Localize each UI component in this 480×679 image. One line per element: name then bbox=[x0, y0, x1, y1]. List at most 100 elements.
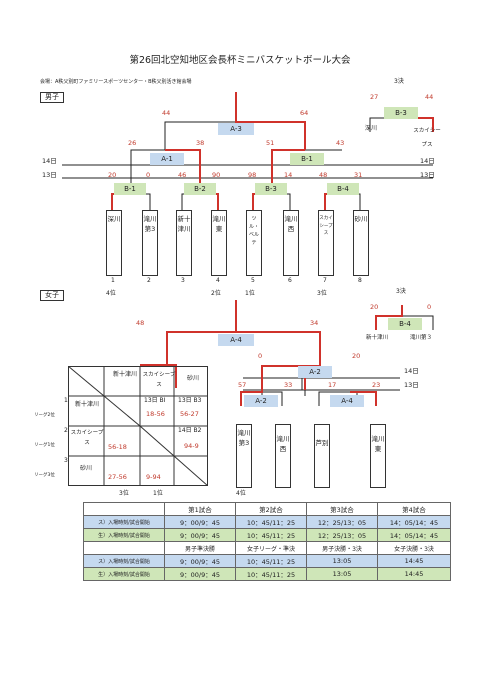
girls-third-score-right: 0 bbox=[427, 303, 432, 311]
league-col-3: 砂川 bbox=[186, 375, 199, 382]
girls-third-court: B-4 bbox=[388, 318, 422, 330]
boys-team-no-3: 3 bbox=[181, 277, 185, 284]
boys-day13-label-right: 13日 bbox=[420, 171, 435, 179]
boys-team-name-5: ツル・ベルテ bbox=[248, 216, 259, 246]
league-row-no-3: 3 bbox=[64, 457, 68, 464]
girls-team-box-2: 滝川西 bbox=[275, 424, 291, 488]
schedule-r2-2: 10：45/11：25 bbox=[235, 528, 307, 542]
boys-third-score-right: 44 bbox=[425, 93, 434, 101]
boys-r1-1-score-right: 0 bbox=[146, 171, 151, 179]
boys-team-no-8: 8 bbox=[358, 277, 362, 284]
boys-r1-4-court: B-4 bbox=[327, 183, 359, 195]
girls-r1-2-score-right: 23 bbox=[372, 381, 381, 389]
schedule-r1-1: 9：00/9：45 bbox=[164, 515, 236, 529]
girls-third-team-right: 滝川第３ bbox=[410, 335, 433, 341]
schedule-r2-0: 生）入場時刻/試合開始 bbox=[83, 528, 165, 542]
boys-semi2-score-right: 43 bbox=[336, 139, 345, 147]
schedule-h1-0 bbox=[83, 502, 165, 516]
boys-final-court: A-3 bbox=[218, 123, 254, 135]
boys-r1-3-score-left: 98 bbox=[248, 171, 257, 179]
schedule-h1-4: 第4試合 bbox=[377, 502, 451, 516]
boys-section-label: 男子 bbox=[40, 92, 64, 103]
boys-team-no-7: 7 bbox=[323, 277, 327, 284]
boys-team-no-4: 4 bbox=[216, 277, 220, 284]
boys-third-court: B-3 bbox=[384, 107, 418, 119]
girls-team-name-1: 滝川第3 bbox=[237, 429, 251, 447]
league-r1c3-sched: 13日 B3 bbox=[178, 397, 202, 404]
boys-rank-1: 4位 bbox=[106, 290, 116, 297]
girls-final-court: A-4 bbox=[218, 334, 254, 346]
boys-team-box-4: 滝川東 bbox=[211, 210, 227, 276]
league-grid bbox=[68, 366, 208, 486]
girls-third-score-left: 20 bbox=[370, 303, 379, 311]
boys-final-score-right: 64 bbox=[300, 109, 309, 117]
league-row-note-1: リーグ2位 bbox=[34, 413, 55, 418]
league-row-no-1: 1 bbox=[64, 397, 68, 404]
girls-team-name-3: 芦別 bbox=[315, 439, 329, 447]
girls-team-box-3: 芦別 bbox=[314, 424, 330, 488]
schedule-r2-1: 9：00/9：45 bbox=[164, 528, 236, 542]
girls-final-score-left: 48 bbox=[136, 319, 145, 327]
schedule-r2-4: 14：05/14：45 bbox=[377, 528, 451, 542]
boys-semi1-court: A-1 bbox=[150, 153, 184, 165]
boys-team-box-7: スカイシープス bbox=[318, 210, 334, 276]
league-rank-c: 1位 bbox=[153, 490, 163, 497]
boys-semi1-score-right: 38 bbox=[196, 139, 205, 147]
schedule-row-2: 生）入場時刻/試合開始 9：00/9：45 10：45/11：25 12：25/… bbox=[83, 528, 451, 542]
league-r1c3-score: 56-27 bbox=[180, 410, 199, 418]
boys-team-box-6: 滝川西 bbox=[283, 210, 299, 276]
league-r2c1-score: 56-18 bbox=[108, 443, 127, 451]
league-col-1: 新十津川 bbox=[112, 371, 137, 378]
schedule-h1-1: 第1試合 bbox=[164, 502, 236, 516]
league-col-2: スカイシープス bbox=[142, 372, 176, 388]
schedule-row-4: 生）入場時刻/試合開始 9：00/9：45 10：45/11：25 13:05 … bbox=[83, 567, 451, 581]
girls-r1-2-score-left: 17 bbox=[328, 381, 337, 389]
schedule-row-1: ス）入場時刻/試合開始 9：00/9：45 10：45/11：25 12：25/… bbox=[83, 515, 451, 529]
boys-team-box-5: ツル・ベルテ bbox=[246, 210, 262, 276]
schedule-r3-2: 10：45/11：25 bbox=[235, 554, 307, 568]
boys-team-no-2: 2 bbox=[147, 277, 151, 284]
boys-final-score-left: 44 bbox=[162, 109, 171, 117]
league-r3c2-score: 9-94 bbox=[146, 473, 161, 481]
boys-team-name-2: 滝川第3 bbox=[143, 215, 157, 233]
schedule-h1-3: 第3試合 bbox=[306, 502, 378, 516]
girls-team-name-4: 滝川東 bbox=[371, 435, 385, 453]
schedule-h1-2: 第2試合 bbox=[235, 502, 307, 516]
boys-semi2-court: B-1 bbox=[290, 153, 324, 165]
boys-r1-2-score-left: 46 bbox=[178, 171, 187, 179]
boys-team-name-6: 滝川西 bbox=[284, 215, 298, 233]
schedule-r1-3: 12：25/13：05 bbox=[306, 515, 378, 529]
boys-rank-7: 3位 bbox=[317, 290, 327, 297]
boys-r1-3-score-right: 14 bbox=[284, 171, 293, 179]
boys-team-name-3: 新十津川 bbox=[177, 215, 191, 233]
venue-note: 会場：A秩父別町ファミリースポーツセンター・B秩父別活き館会場 bbox=[40, 79, 192, 85]
schedule-h2-4: 女子決勝・3決 bbox=[377, 541, 451, 555]
league-row-note-3: リーグ3位 bbox=[34, 473, 55, 478]
boys-third-score-left: 27 bbox=[370, 93, 379, 101]
boys-rank-4: 2位 bbox=[211, 290, 221, 297]
schedule-r3-1: 9：00/9：45 bbox=[164, 554, 236, 568]
boys-r1-4-score-left: 48 bbox=[319, 171, 328, 179]
league-row-name-1: 新十津川 bbox=[74, 401, 99, 408]
schedule-r3-4: 14:45 bbox=[377, 554, 451, 568]
boys-team-name-7: スカイシープス bbox=[319, 216, 333, 236]
schedule-r4-3: 13:05 bbox=[306, 567, 378, 581]
boys-team-box-2: 滝川第3 bbox=[142, 210, 158, 276]
schedule-r1-2: 10：45/11：25 bbox=[235, 515, 307, 529]
league-r3c1-score: 27-56 bbox=[108, 473, 127, 481]
boys-rank-5: 1位 bbox=[245, 290, 255, 297]
girls-league-table bbox=[68, 366, 208, 486]
schedule-r4-4: 14:45 bbox=[377, 567, 451, 581]
schedule-r4-0: 生）入場時刻/試合開始 bbox=[83, 567, 165, 581]
boys-team-box-3: 新十津川 bbox=[176, 210, 192, 276]
boys-day14-label: 14日 bbox=[42, 157, 57, 165]
schedule-r4-1: 9：00/9：45 bbox=[164, 567, 236, 581]
league-r1c2-sched: 13日 BⅠ bbox=[144, 397, 166, 404]
boys-semi1-score-left: 26 bbox=[128, 139, 137, 147]
schedule-row-3: ス）入場時刻/試合開始 9：00/9：45 10：45/11：25 13:05 … bbox=[83, 554, 451, 568]
boys-team-name-8: 砂川 bbox=[354, 215, 368, 223]
boys-r1-1-court: B-1 bbox=[114, 183, 146, 195]
boys-team-box-1: 深川 bbox=[106, 210, 122, 276]
boys-r1-1-score-left: 20 bbox=[108, 171, 117, 179]
girls-third-team-left: 新十津川 bbox=[366, 335, 389, 341]
